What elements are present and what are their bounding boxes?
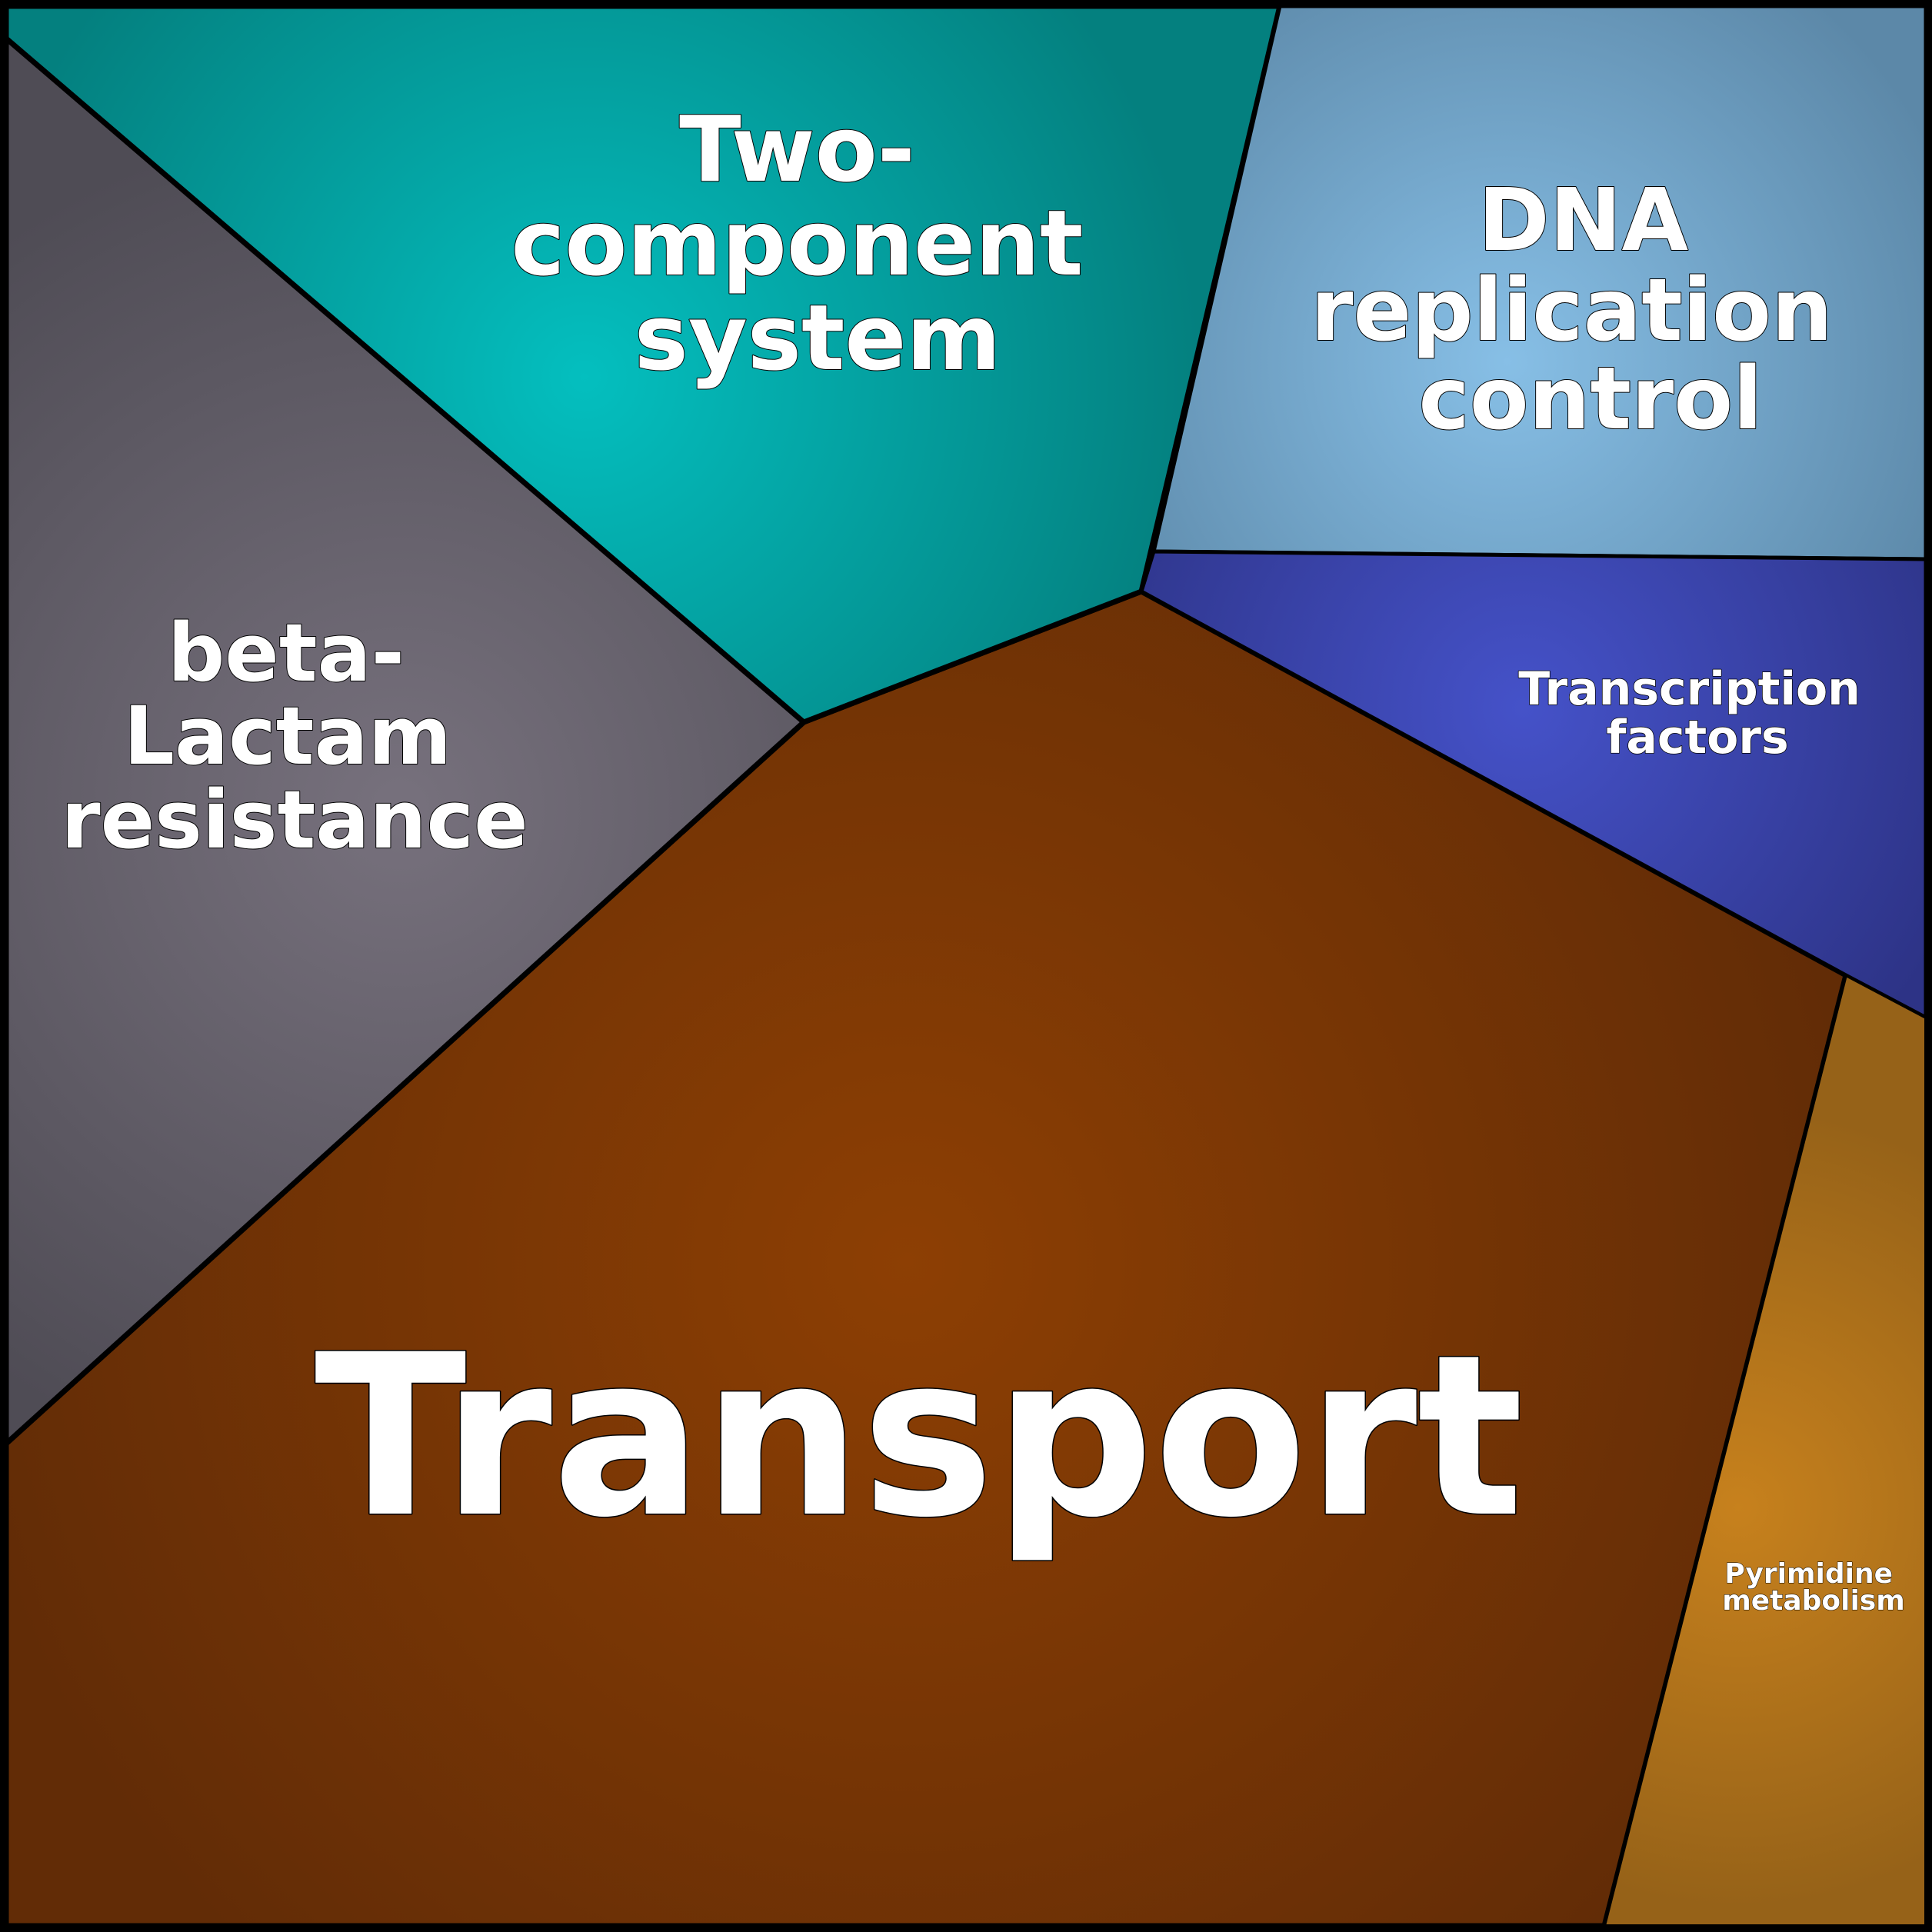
label-beta-lactam-resistance: beta- Lactam resistance (61, 606, 528, 867)
label-two-component-system: Two- component system (511, 96, 1114, 391)
label-dna-replication-control: DNA replication control (1311, 171, 1863, 449)
label-transcription-factors: Transcription factors (1518, 662, 1877, 764)
label-transport: Transport (315, 1307, 1524, 1567)
label-pyrimidine-metabolism: Pyrimidine metabolism (1722, 1558, 1905, 1617)
